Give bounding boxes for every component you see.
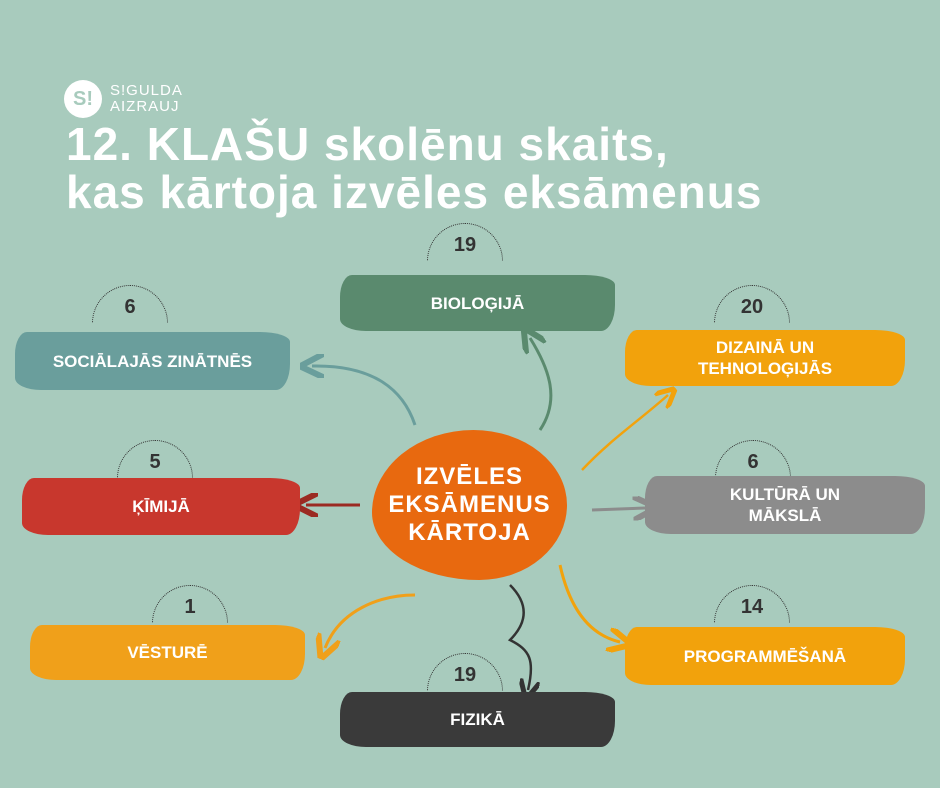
- center-node: IZVĒLES EKSĀMENUS KĀRTOJA: [372, 430, 567, 580]
- logo-text: S!GULDA AIZRAUJ: [110, 83, 183, 115]
- arrow-design: [581, 395, 668, 471]
- arrow-history: [325, 593, 416, 648]
- logo: S! S!GULDA AIZRAUJ: [64, 80, 183, 118]
- subject-history: VĒSTURĒ: [30, 625, 305, 680]
- subject-culture: KULTŪRĀ UN MĀKSLĀ: [645, 476, 925, 534]
- subject-biology: BIOLOĢIJĀ: [340, 275, 615, 331]
- title-line1: 12. KLAŠU skolēnu skaits,: [66, 118, 669, 170]
- arrow-social: [312, 366, 417, 426]
- title-line2: kas kārtoja izvēles eksāmenus: [66, 166, 763, 218]
- arrow-culture: [591, 508, 645, 510]
- logo-mark: S!: [64, 80, 102, 118]
- subject-physics: FIZIKĀ: [340, 692, 615, 747]
- arrow-programming: [558, 564, 620, 642]
- center-line1: IZVĒLES: [415, 463, 523, 490]
- page-title: 12. KLAŠU skolēnu skaits, kas kārtoja iz…: [66, 120, 762, 216]
- subject-social: SOCIĀLAJĀS ZINĀTNĒS: [15, 332, 290, 390]
- center-line3: KĀRTOJA: [408, 519, 531, 546]
- subject-design: DIZAINĀ UN TEHNOLOĢIJĀS: [625, 330, 905, 386]
- logo-line1: S!GULDA: [110, 82, 183, 99]
- arrow-biology: [530, 338, 553, 431]
- arrow-physics: [507, 584, 531, 690]
- center-line2: EKSĀMENUS: [388, 491, 551, 518]
- subject-programming: PROGRAMMĒŠANĀ: [625, 627, 905, 685]
- logo-line2: AIZRAUJ: [110, 98, 180, 115]
- subject-chemistry: ĶĪMIJĀ: [22, 478, 300, 535]
